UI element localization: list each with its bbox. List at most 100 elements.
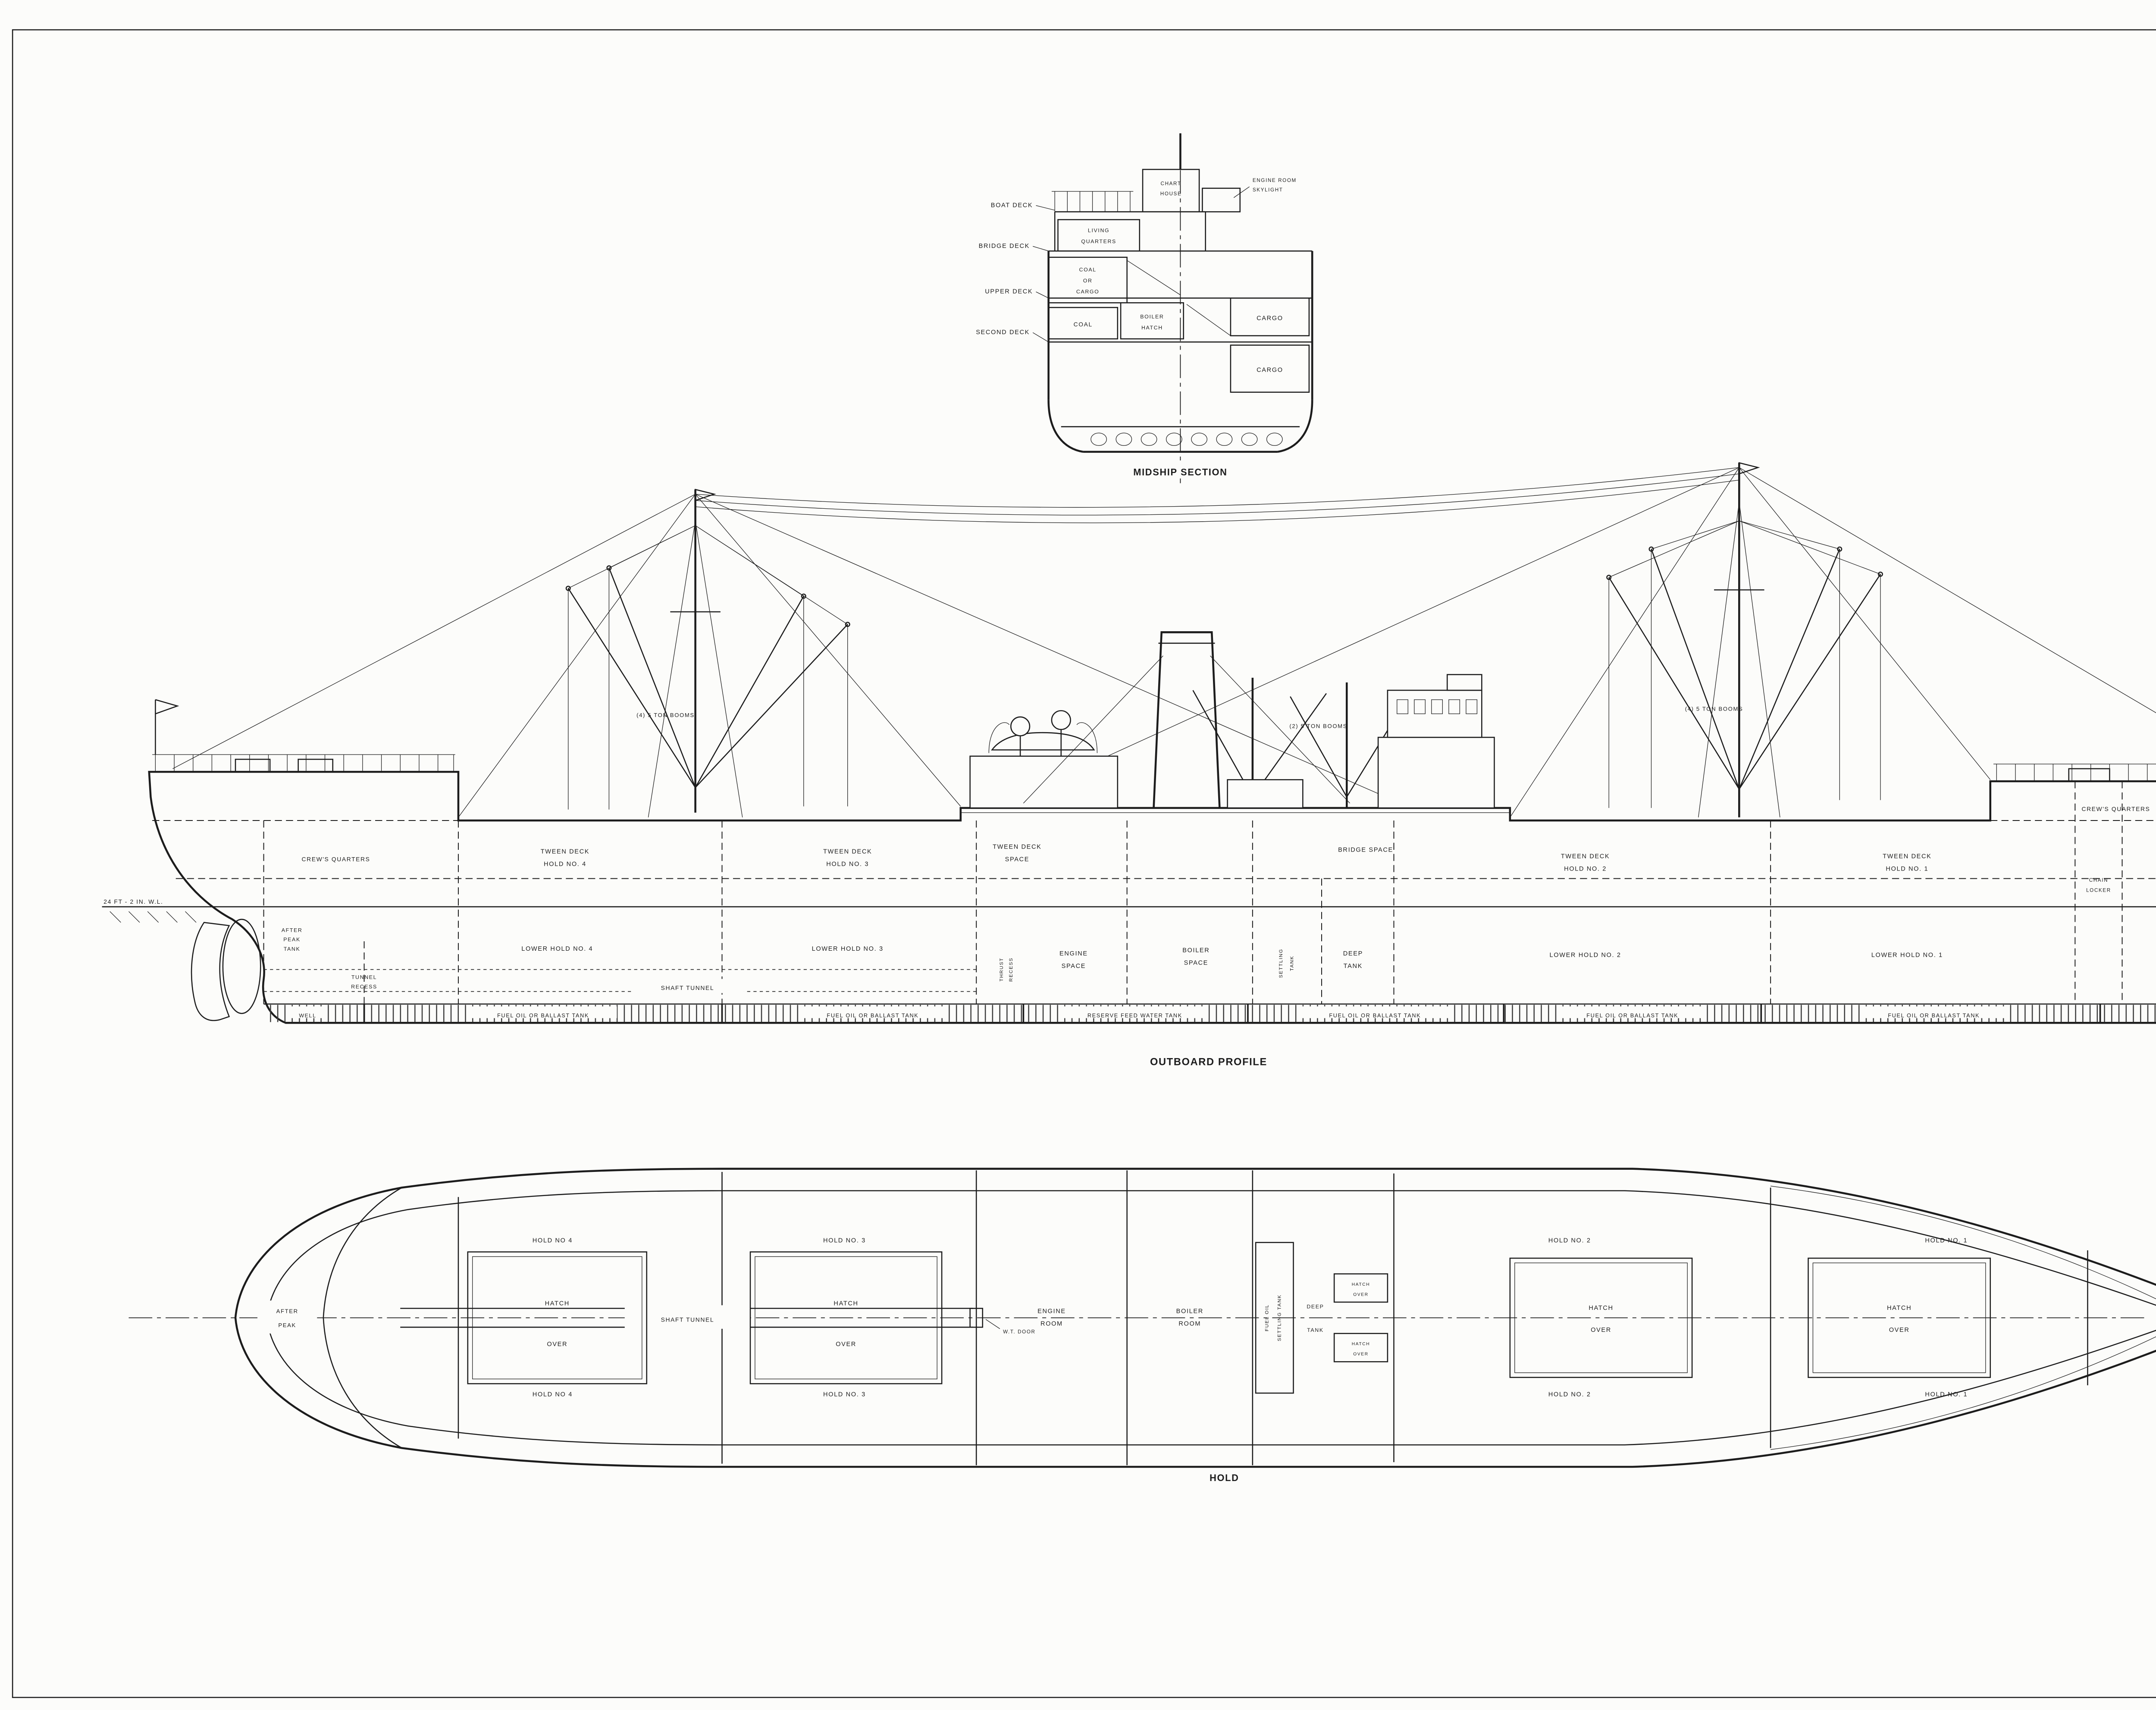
- engine-room-label: ROOM: [1040, 1321, 1063, 1328]
- chart-house-box: [1142, 169, 1200, 213]
- midship-section: CHART HOUSE ENGINE ROOM SKYLIGHT LIVING …: [976, 133, 1313, 483]
- thrust-recess-label: THRUST: [999, 958, 1004, 982]
- lower-hold-2-label: LOWER HOLD NO. 2: [1550, 952, 1621, 959]
- outboard-profile-caption: OUTBOARD PROFILE: [1150, 1057, 1267, 1068]
- block: [1648, 546, 1654, 552]
- hold-3-lower-label: HOLD NO. 3: [823, 1391, 866, 1398]
- after-peak-tank-label: TANK: [284, 946, 301, 952]
- tank-label-mask: [1301, 1006, 1449, 1018]
- tank-label: FUEL OIL OR BALLAST TANK: [1888, 1012, 1980, 1019]
- hatch-3-label: HATCH: [834, 1300, 858, 1307]
- stern-flag-staff: [155, 699, 179, 755]
- plan-settling-tank-label: FUEL OIL: [1264, 1304, 1269, 1331]
- midship-caption-mask: [1114, 463, 1248, 479]
- plan-hull-outline: [234, 1168, 2156, 1468]
- cargo-upper-box: [1230, 298, 1310, 336]
- cowl-vent: [1051, 710, 1071, 730]
- bilge-curve-port: [1047, 400, 1084, 453]
- lightening-hole: [1091, 432, 1107, 446]
- lifeboat: [991, 732, 1095, 751]
- cargo-upper-label: CARGO: [1257, 315, 1283, 322]
- shaft-tunnel-label-mask: [631, 979, 744, 993]
- bridge-deck-label: BRIDGE DECK: [979, 243, 1030, 250]
- tank-label-mask: [469, 1006, 617, 1018]
- deep-tank-label: TANK: [1344, 963, 1363, 970]
- after-peak-label: AFTER: [276, 1308, 298, 1314]
- tween-deck-space-label: SPACE: [1005, 856, 1029, 863]
- hatch-small-aft: [1333, 1333, 1388, 1362]
- well-label: WELL: [299, 1013, 316, 1019]
- windlass: [2068, 768, 2110, 782]
- hatch-small-fwd-label: HATCH: [1352, 1282, 1370, 1287]
- sheet-border: [12, 29, 2156, 1698]
- rudder: [191, 922, 230, 1021]
- king-post-booms: [1192, 690, 1407, 798]
- crew-quarters-fore-label: CREW'S QUARTERS: [2081, 805, 2150, 812]
- triatic-stays: [695, 467, 1739, 523]
- boat-deck-leader: [1036, 205, 1055, 211]
- hatch-2: [1509, 1257, 1693, 1378]
- tank-label-mask: [799, 1006, 947, 1018]
- engine-space-label: SPACE: [1062, 963, 1086, 970]
- boiler-room-label: BOILER: [1176, 1308, 1203, 1315]
- chart-house-label: CHART: [1161, 181, 1181, 186]
- boat-deck-label: BOAT DECK: [991, 202, 1033, 209]
- lightening-hole: [1216, 432, 1233, 446]
- thrust-recess-label: RECESS: [1009, 958, 1014, 982]
- hatch-2-label: OVER: [1591, 1327, 1611, 1334]
- tween-deck-3-label: TWEEN DECK: [823, 848, 872, 855]
- crew-quarters-aft-label: CREW'S QUARTERS: [302, 856, 370, 863]
- page-frame: 1019 SHEET 1 OF 2: [12, 29, 2156, 1698]
- boat-davits: [988, 722, 1098, 753]
- hatch-1-label: OVER: [1889, 1327, 1910, 1334]
- skylight-label: SKYLIGHT: [1253, 187, 1283, 193]
- hull-outline: [148, 770, 2156, 1024]
- boat-deck-rail-posts: [1054, 191, 1131, 212]
- lightening-hole: [1166, 432, 1182, 446]
- block: [1606, 574, 1612, 580]
- after-peak-mask: [257, 1300, 317, 1334]
- skylight-label: ENGINE ROOM: [1253, 178, 1297, 183]
- bottom-tank-labels: FUEL OIL OR BALLAST TANK FUEL OIL OR BAL…: [469, 1006, 2008, 1019]
- hatch-3: [749, 1251, 943, 1384]
- bridge-deck-leader: [1033, 246, 1049, 251]
- tank-label-mask: [1061, 1006, 1209, 1018]
- tween-deck-3-label: HOLD NO. 3: [826, 861, 869, 868]
- second-deck-leader: [1032, 332, 1049, 342]
- hatch-2-coaming: [1514, 1262, 1688, 1373]
- tank-label: FUEL OIL OR BALLAST TANK: [827, 1012, 918, 1019]
- poop-skylight: [235, 758, 271, 773]
- upper-deck-label: UPPER DECK: [985, 288, 1033, 295]
- beam-braces: [1127, 260, 1231, 336]
- second-deck-label: SECOND DECK: [976, 329, 1030, 336]
- block: [801, 593, 806, 599]
- chain-locker-label: CHAIN: [2089, 877, 2108, 883]
- after-peak-tank-label: PEAK: [283, 936, 301, 943]
- coal-box: [1048, 307, 1119, 340]
- boiler-hatch-label: HATCH: [1141, 325, 1163, 331]
- settling-tank-label: TANK: [1290, 955, 1295, 971]
- fore-topping-lifts: [1608, 520, 1881, 578]
- cargo-lower-box: [1230, 345, 1310, 393]
- waterline-label: 24 FT - 2 IN. W.L.: [103, 898, 163, 905]
- settling-tank-box: [1255, 1242, 1294, 1394]
- hatch-small-fwd: [1333, 1273, 1388, 1303]
- bridge-space-label: BRIDGE SPACE: [1338, 847, 1393, 854]
- fore-cargo-runners: [1608, 549, 1881, 808]
- block: [1877, 571, 1883, 577]
- boiler-room-label: ROOM: [1178, 1321, 1201, 1328]
- chart-house-label: HOUSE: [1160, 191, 1182, 197]
- settling-tank-label: SETTLING: [1279, 949, 1284, 978]
- hatch-4-coaming: [472, 1256, 642, 1379]
- tween-deck-2-label: TWEEN DECK: [1561, 853, 1610, 860]
- tween-deck-space-label: TWEEN DECK: [993, 843, 1041, 850]
- coal-or-cargo-box: [1048, 257, 1128, 304]
- hold-3-upper-label: HOLD NO. 3: [823, 1237, 866, 1244]
- coal-or-cargo-label: OR: [1083, 278, 1093, 284]
- plan-settling-tank-label: SETTLING TANK: [1277, 1294, 1282, 1341]
- coal-label: COAL: [1074, 321, 1093, 328]
- plan-shaft-tunnel-label: SHAFT TUNNEL: [661, 1316, 714, 1323]
- hatch-4: [467, 1251, 648, 1384]
- tank-label: FUEL OIL OR BALLAST TANK: [1586, 1012, 1678, 1019]
- fore-derrick-booms: [1608, 548, 1881, 789]
